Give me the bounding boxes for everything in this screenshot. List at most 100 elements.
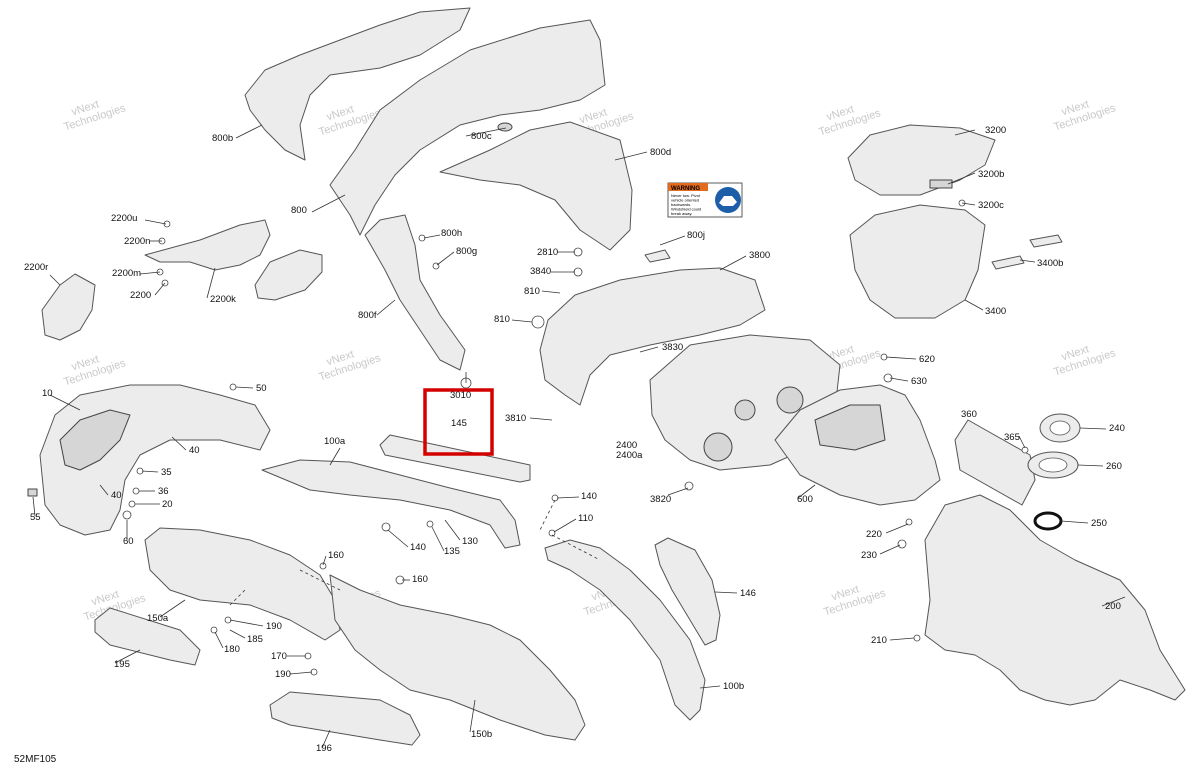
part-label-2200k[interactable]: 2200k xyxy=(210,294,236,305)
part-3200[interactable] xyxy=(847,124,996,196)
part-label-55[interactable]: 55 xyxy=(30,512,41,523)
part-145[interactable] xyxy=(379,434,531,483)
part-label-110[interactable]: 110 xyxy=(578,513,593,524)
part-label-3810[interactable]: 3810 xyxy=(505,413,526,424)
part-2200-arm[interactable] xyxy=(144,219,271,271)
part-3200b[interactable] xyxy=(929,179,953,189)
part-label-800h[interactable]: 800h xyxy=(441,228,462,239)
part-label-190[interactable]: 190 xyxy=(275,669,291,680)
part-label-2400[interactable]: 2400 xyxy=(616,440,637,451)
part-label-36[interactable]: 36 xyxy=(158,486,169,497)
part-365[interactable] xyxy=(1021,446,1029,454)
part-label-3800[interactable]: 3800 xyxy=(749,250,770,261)
part-3400[interactable] xyxy=(849,204,986,319)
part-label-240[interactable]: 240 xyxy=(1109,423,1125,434)
part-label-810[interactable]: 810 xyxy=(524,286,540,297)
part-230[interactable] xyxy=(897,539,907,549)
part-label-3010[interactable]: 3010 xyxy=(450,390,471,401)
part-label-60[interactable]: 60 xyxy=(123,536,134,547)
part-label-160[interactable]: 160 xyxy=(328,550,344,561)
part-label-2400a[interactable]: 2400a xyxy=(616,450,643,461)
part-label-800g[interactable]: 800g xyxy=(456,246,477,257)
part-label-140[interactable]: 140 xyxy=(410,542,426,553)
part-label-800[interactable]: 800 xyxy=(291,205,307,216)
part-180[interactable] xyxy=(210,626,218,634)
part-800[interactable] xyxy=(329,19,606,236)
part-label-800c[interactable]: 800c xyxy=(471,131,492,142)
part-20[interactable] xyxy=(128,500,136,508)
part-2200r[interactable] xyxy=(254,249,323,301)
part-label-3840[interactable]: 3840 xyxy=(530,266,551,277)
part-label-135[interactable]: 135 xyxy=(444,546,460,557)
part-label-2200n[interactable]: 2200n xyxy=(124,236,150,247)
part-label-3400[interactable]: 3400 xyxy=(985,306,1006,317)
part-label-35[interactable]: 35 xyxy=(161,467,172,478)
part-250[interactable] xyxy=(1033,511,1063,531)
part-210[interactable] xyxy=(913,634,921,642)
part-label-220[interactable]: 220 xyxy=(866,529,882,540)
part-label-20[interactable]: 20 xyxy=(162,499,173,510)
part-2200[interactable] xyxy=(41,273,96,341)
part-label-185[interactable]: 185 xyxy=(247,634,263,645)
part-label-195[interactable]: 195 xyxy=(114,659,130,670)
part-3400b-b[interactable] xyxy=(991,255,1025,270)
part-800j[interactable] xyxy=(644,249,671,263)
part-label-230[interactable]: 230 xyxy=(861,550,877,561)
part-label-180[interactable]: 180 xyxy=(224,644,240,655)
part-label-100a[interactable]: 100a xyxy=(324,436,346,447)
part-110[interactable] xyxy=(548,529,556,537)
part-label-800j[interactable]: 800j xyxy=(687,230,705,241)
part-label-3200[interactable]: 3200 xyxy=(985,125,1006,136)
part-800b[interactable] xyxy=(244,7,471,161)
part-146[interactable] xyxy=(654,537,721,646)
part-150b[interactable] xyxy=(329,574,586,741)
part-label-196[interactable]: 196 xyxy=(316,743,332,754)
part-label-250[interactable]: 250 xyxy=(1091,518,1107,529)
part-label-365[interactable]: 365 xyxy=(1004,432,1020,443)
part-label-630[interactable]: 630 xyxy=(911,376,927,387)
part-50[interactable] xyxy=(229,383,237,391)
part-150a[interactable] xyxy=(144,527,341,641)
part-label-3830[interactable]: 3830 xyxy=(662,342,683,353)
part-60[interactable] xyxy=(122,510,132,520)
part-label-200[interactable]: 200 xyxy=(1105,601,1121,612)
part-label-130[interactable]: 130 xyxy=(462,536,478,547)
part-label-600[interactable]: 600 xyxy=(797,494,813,505)
part-label-10[interactable]: 10 xyxy=(42,388,53,399)
part-140-b[interactable] xyxy=(381,522,391,532)
part-label-160[interactable]: 160 xyxy=(412,574,428,585)
part-label-360[interactable]: 360 xyxy=(961,409,977,420)
part-label-146[interactable]: 146 xyxy=(740,588,756,599)
part-label-3820[interactable]: 3820 xyxy=(650,494,671,505)
part-label-40[interactable]: 40 xyxy=(111,490,122,501)
part-label-2200u[interactable]: 2200u xyxy=(111,213,137,224)
part-360[interactable] xyxy=(954,419,1036,506)
part-100a[interactable] xyxy=(261,459,521,549)
part-3400b-a[interactable] xyxy=(1029,234,1063,248)
part-label-3200c[interactable]: 3200c xyxy=(978,200,1004,211)
part-200[interactable] xyxy=(924,494,1186,706)
part-label-140[interactable]: 140 xyxy=(581,491,597,502)
part-label-2200[interactable]: 2200 xyxy=(130,290,151,301)
part-2810[interactable] xyxy=(573,247,583,257)
part-220[interactable] xyxy=(905,518,913,526)
part-label-150b[interactable]: 150b xyxy=(471,729,492,740)
part-100b[interactable] xyxy=(544,539,706,721)
part-label-40[interactable]: 40 xyxy=(189,445,200,456)
part-36[interactable] xyxy=(132,487,140,495)
part-label-260[interactable]: 260 xyxy=(1106,461,1122,472)
part-label-190[interactable]: 190 xyxy=(266,621,282,632)
part-label-810[interactable]: 810 xyxy=(494,314,510,325)
part-810-a[interactable] xyxy=(531,315,545,329)
part-label-2810[interactable]: 2810 xyxy=(537,247,558,258)
part-3800[interactable] xyxy=(539,267,766,406)
part-800d[interactable] xyxy=(439,121,633,251)
part-160-a[interactable] xyxy=(319,562,327,570)
part-195[interactable] xyxy=(94,607,201,666)
part-label-3200b[interactable]: 3200b xyxy=(978,169,1004,180)
part-label-100b[interactable]: 100b xyxy=(723,681,744,692)
part-label-170[interactable]: 170 xyxy=(271,651,287,662)
part-label-3400b[interactable]: 3400b xyxy=(1037,258,1063,269)
part-label-800d[interactable]: 800d xyxy=(650,147,671,158)
part-label-150a[interactable]: 150a xyxy=(147,613,169,624)
